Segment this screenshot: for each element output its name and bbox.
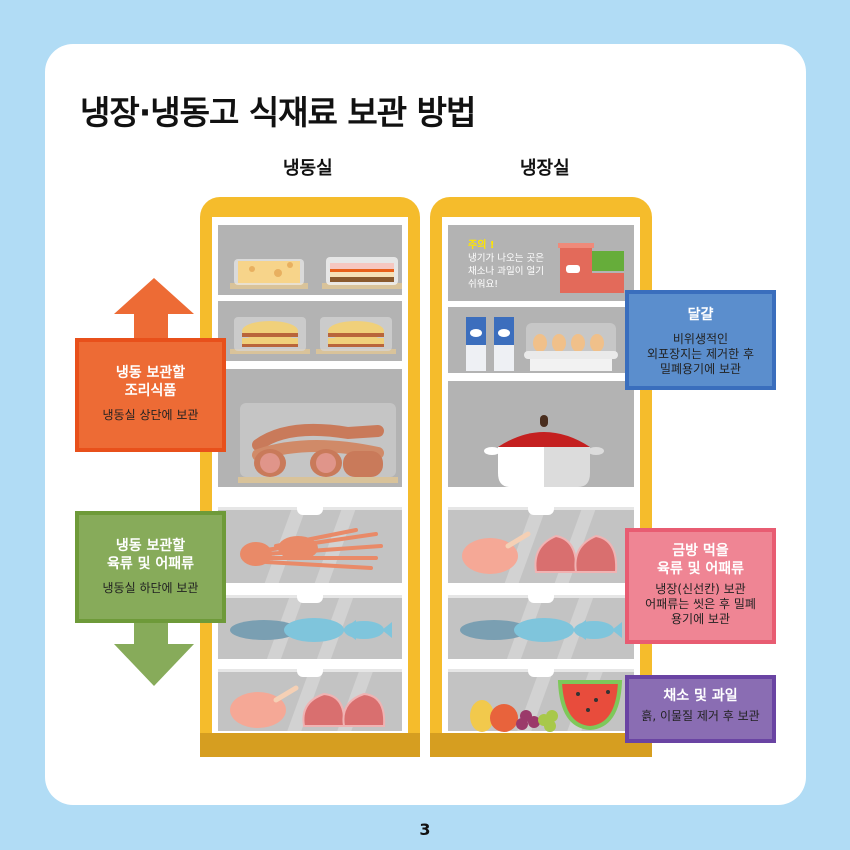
fridge-drawer-1[interactable] — [448, 507, 634, 583]
fridge-drawer-2[interactable] — [448, 595, 634, 659]
freezer-drawer-1[interactable] — [218, 507, 402, 583]
freezer-base — [200, 733, 420, 757]
callout-vegetables: 채소 및 과일 흙, 이물질 제거 후 보관 — [625, 675, 776, 743]
fridge-shelf-2 — [448, 307, 634, 373]
fridge-base — [430, 733, 652, 757]
page-number: 3 — [419, 820, 431, 839]
freezer-drawer-2[interactable] — [218, 595, 402, 659]
freezer-shelf-3 — [218, 369, 402, 487]
freezer-unit — [200, 197, 420, 757]
freezer-interior — [212, 217, 408, 733]
sausages-icon — [238, 403, 398, 483]
callout-meat-fish: 금방 먹을 육류 및 어패류 냉장(신선칸) 보관 어패류는 씻은 후 밀폐 용… — [625, 528, 776, 644]
fridge-drawer-3[interactable] — [448, 669, 634, 732]
chicken-and-steak-icon — [230, 685, 386, 728]
chicken-and-steak-icon — [462, 531, 618, 574]
page-title: 냉장·냉동고 식재료 보관 방법 — [80, 93, 476, 132]
callout-eggs: 달걀 비위생적인 외포장지는 제거한 후 밀폐용기에 보관 — [625, 290, 776, 390]
pot-icon — [484, 415, 604, 487]
fish-icon — [230, 618, 392, 642]
callout-freezer-bottom: 냉동 보관할 육류 및 어패류 냉동실 하단에 보관 — [75, 511, 226, 623]
arrow-down-icon — [114, 644, 194, 686]
fridge-shelf-1: 주의 ! 냉기가 나오는 곳은 채소나 과일이 얼기 쉬워요! — [448, 225, 634, 301]
freezer-drawer-3[interactable] — [218, 669, 402, 731]
octopus-icon — [240, 528, 383, 570]
fridge-label: 냉장실 — [520, 158, 570, 179]
fridge-unit: 주의 ! 냉기가 나오는 곳은 채소나 과일이 얼기 쉬워요! — [430, 197, 652, 757]
cold-air-warning: 주의 ! 냉기가 나오는 곳은 채소나 과일이 얼기 쉬워요! — [468, 240, 544, 290]
arrow-up-stem — [134, 312, 168, 340]
callout-freezer-top: 냉동 보관할 조리식품 냉동실 상단에 보관 — [75, 338, 226, 452]
storage-containers-icon — [558, 243, 624, 293]
sandwich-icon — [230, 317, 396, 354]
freezer-shelf-1 — [218, 225, 402, 295]
fish-icon — [460, 618, 622, 642]
freezer-label: 냉동실 — [283, 158, 333, 179]
arrow-up-icon — [114, 278, 194, 314]
fruits-icon — [470, 680, 623, 732]
fridge-interior: 주의 ! 냉기가 나오는 곳은 채소나 과일이 얼기 쉬워요! — [442, 217, 640, 733]
freezer-shelf-2 — [218, 301, 402, 361]
fridge-shelf-3 — [448, 381, 634, 487]
arrow-down-stem — [134, 621, 168, 645]
milk-and-eggs-icon — [466, 317, 618, 371]
cheese-and-cake-icon — [230, 257, 402, 289]
